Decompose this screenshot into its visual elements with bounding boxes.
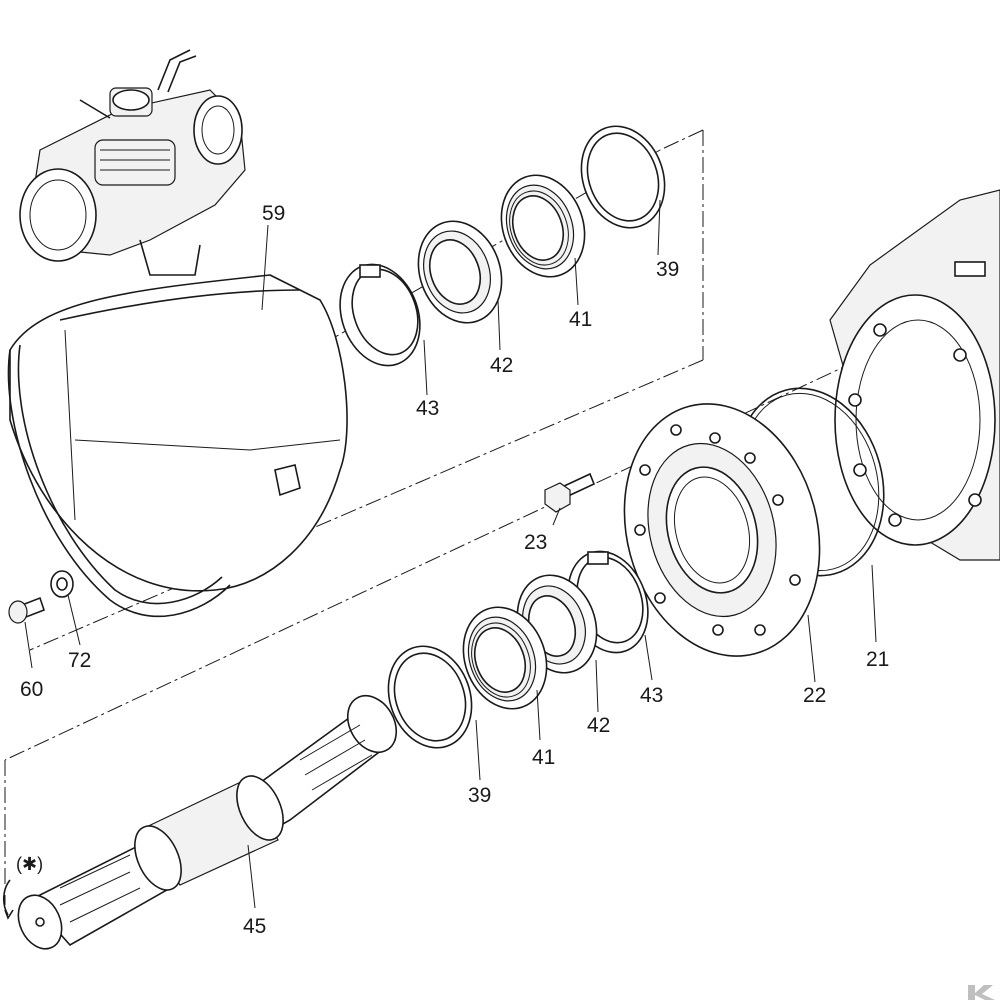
label-21: 21 [866,648,889,671]
label-39-upper: 39 [656,258,679,281]
label-59: 59 [262,202,285,225]
label-rotation: (✱) [16,854,43,874]
leader-lines [24,199,877,909]
label-42-lower: 42 [587,714,610,737]
part-23-bolt [544,472,596,513]
part-72-washer [50,570,74,598]
part-39-upper-ring [580,125,666,229]
label-41-upper: 41 [569,308,592,331]
part-60-screw [8,596,45,624]
part-59-guard [7,274,348,618]
label-41-lower: 41 [532,746,555,769]
label-43-lower: 43 [640,684,663,707]
brand-k-watermark-icon [968,985,995,1000]
part-41-lower-bearing [462,606,548,710]
part-housing [829,189,1000,561]
part-39-lower-ring [387,645,473,749]
part-labels: 59 39 41 42 43 23 21 22 43 42 41 39 60 7… [16,202,889,938]
label-72: 72 [68,649,91,672]
part-42-upper-seal [417,220,503,324]
label-23: 23 [524,531,547,554]
part-41-upper-bearing [500,174,586,278]
label-42-upper: 42 [490,354,513,377]
part-45-shaft [2,694,398,950]
pump-assembly-thumbnail [19,49,246,276]
label-45: 45 [243,915,266,938]
part-43-upper-circlip [339,263,421,367]
label-22: 22 [803,684,826,707]
label-39-lower: 39 [468,784,491,807]
label-60: 60 [20,678,43,701]
part-22-flange [623,403,821,657]
label-43-upper: 43 [416,397,439,420]
